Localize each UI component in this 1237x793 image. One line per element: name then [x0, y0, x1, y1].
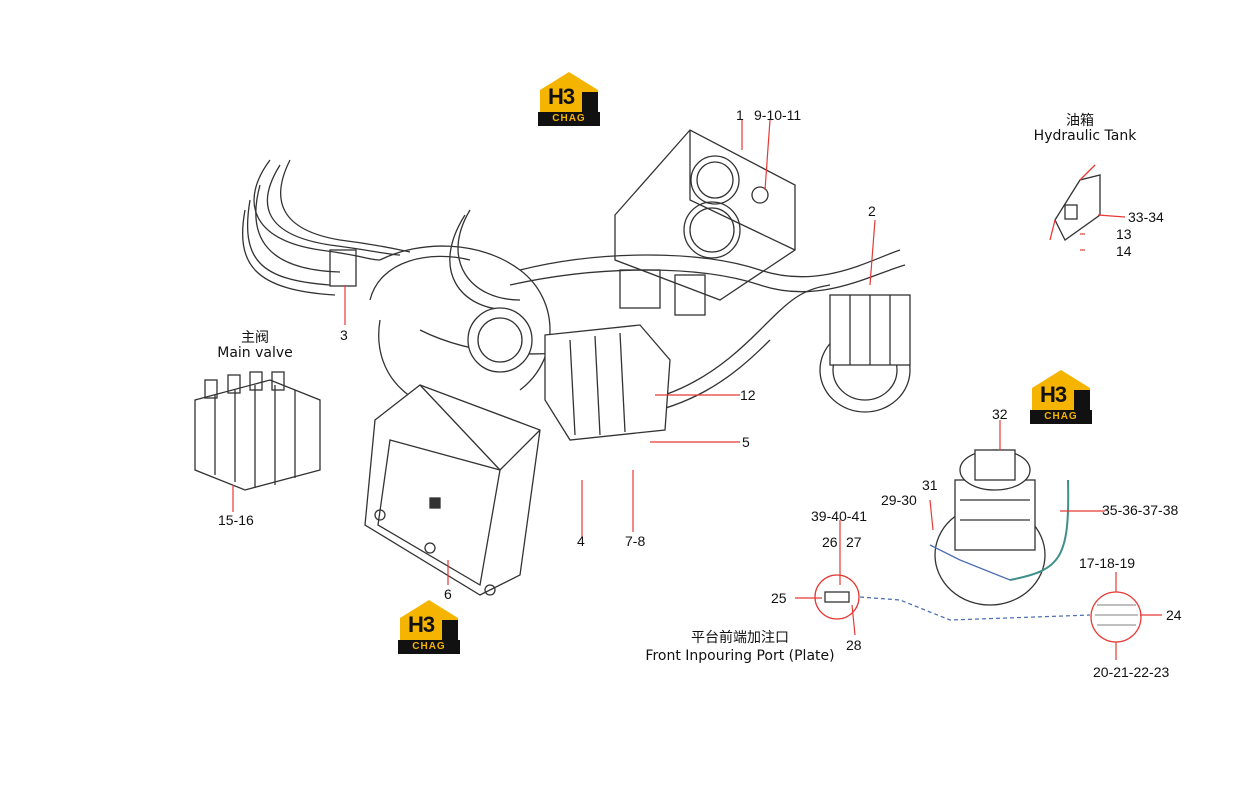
logo-subtext: CHAG [538, 112, 600, 126]
callout-label: 13 [1116, 226, 1132, 242]
callout-label: 20-21-22-23 [1093, 664, 1170, 680]
main-valve-caption-cn: 主阀 [241, 330, 269, 346]
logo-text: H3 [408, 612, 435, 637]
callout-label: 4 [577, 533, 585, 549]
hydraulic-tank-caption-en: Hydraulic Tank [1033, 128, 1137, 144]
callout-label: 6 [444, 586, 452, 602]
tank-cover-detail [1049, 164, 1101, 241]
callout-label: 15-16 [218, 512, 254, 528]
hose-bundle-left [241, 159, 411, 296]
inpouring-port-detail-circle [814, 574, 860, 620]
radiator-drawing [364, 384, 541, 596]
front-port-caption-en: Front Inpouring Port (Plate) [645, 648, 835, 664]
callout-label: 39-40-41 [811, 508, 868, 524]
callout-label: 24 [1166, 607, 1182, 623]
main-valve-caption-en: Main valve [217, 345, 293, 361]
callout-label: 32 [992, 406, 1008, 422]
logo-text: H3 [1040, 382, 1067, 407]
drain-pipe [1009, 479, 1070, 581]
callout-label: 12 [740, 387, 756, 403]
pump-drawing [819, 294, 911, 413]
blue-hose-route [859, 596, 1091, 621]
callout-label: 27 [846, 534, 862, 550]
callout-label: 5 [742, 434, 750, 450]
callout-label: 17-18-19 [1079, 555, 1136, 571]
blue-hose-route-2 [929, 544, 1011, 581]
callout-label: 14 [1116, 243, 1132, 259]
front-port-caption-cn: 平台前端加注口 [691, 630, 789, 646]
hydraulic-tank-caption-cn: 油箱 [1066, 113, 1094, 129]
main-valve-drawing [194, 371, 321, 491]
callout-label: 31 [922, 477, 938, 493]
control-valve-block [467, 307, 671, 441]
callout-label: 3 [340, 327, 348, 343]
callout-label: 29-30 [881, 492, 917, 508]
logo-subtext: CHAG [1030, 410, 1092, 424]
swing-motor-drawing [934, 449, 1046, 606]
callout-label: 2 [868, 203, 876, 219]
callout-label: 9-10-11 [754, 107, 802, 123]
callout-label: 35-36-37-38 [1102, 502, 1179, 518]
brand-logo: H3 CHAG [398, 598, 462, 656]
brand-logo: H3 CHAG [538, 70, 602, 128]
brand-logo: H3 CHAG [1030, 368, 1094, 426]
callout-label: 26 [822, 534, 838, 550]
logo-subtext: CHAG [398, 640, 460, 654]
callout-label: 25 [771, 590, 787, 606]
fitting-detail-circle [1090, 591, 1142, 643]
logo-text: H3 [548, 84, 575, 109]
callout-label: 33-34 [1128, 209, 1164, 225]
callout-label: 1 [736, 107, 744, 123]
callout-label: 7-8 [625, 533, 646, 549]
callout-label: 28 [846, 637, 862, 653]
